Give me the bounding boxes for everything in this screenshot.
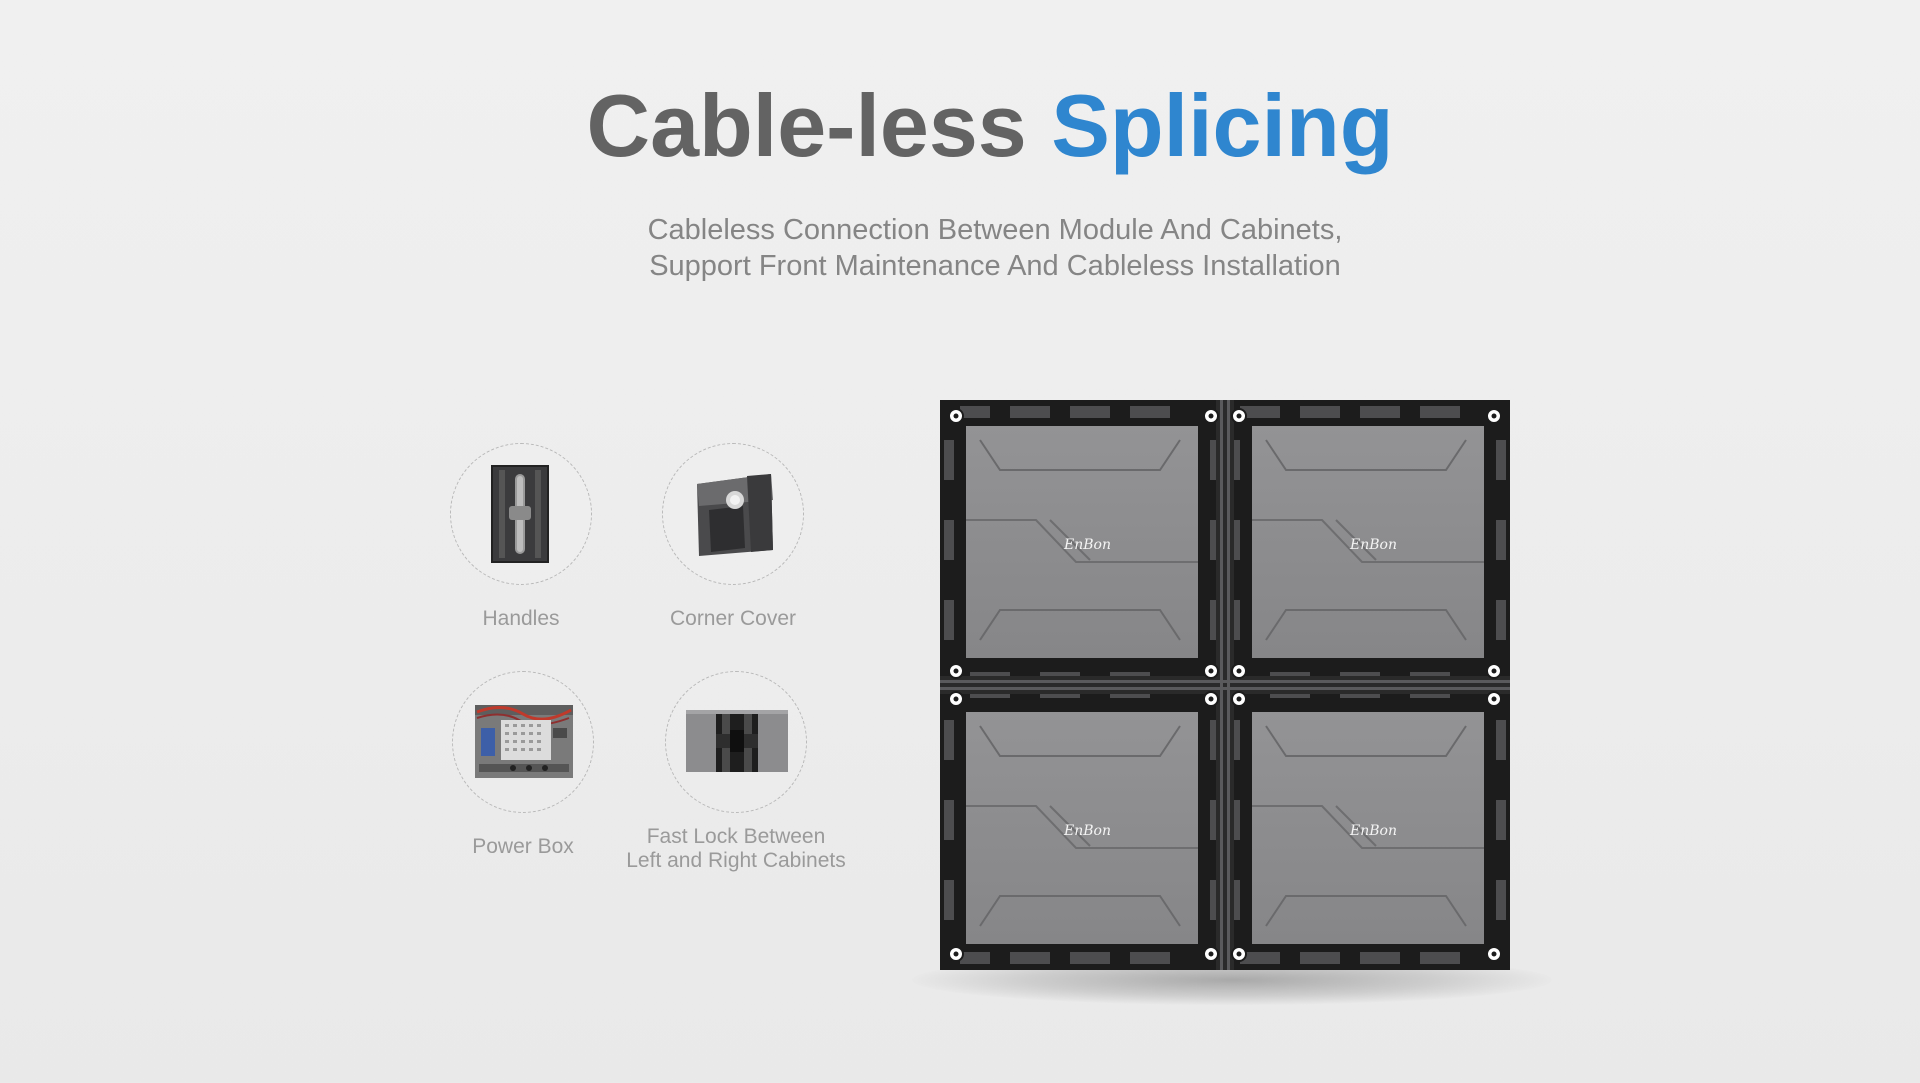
feature-corner-cover: Corner Cover xyxy=(613,443,853,631)
subtitle-line-1: Cableless Connection Between Module And … xyxy=(647,214,1343,246)
cabinet-panel-top-right xyxy=(1252,426,1484,658)
power-box-icon xyxy=(475,705,573,778)
cabinet-panel-bottom-left xyxy=(966,712,1198,944)
cabinet-panel-bottom-right xyxy=(1252,712,1484,944)
handle-icon xyxy=(491,465,549,563)
feature-fast-lock-label-line-1: Fast Lock Between xyxy=(646,825,826,848)
page-title: Cable-less Splicing xyxy=(0,82,1920,170)
feature-power-box-label: Power Box xyxy=(472,835,574,858)
brand-logo-bottom-right: EnBon xyxy=(1349,823,1397,839)
feature-handles-circle xyxy=(450,443,592,585)
feature-power-box-circle xyxy=(452,671,594,813)
feature-corner-cover-circle xyxy=(662,443,804,585)
page-subtitle: Cableless Connection Between Module And … xyxy=(0,212,1920,284)
cabinet-panel-top-left xyxy=(966,426,1198,658)
title-part-blue: Splicing xyxy=(1051,76,1394,175)
led-cabinet-assembly: EnBon EnBon EnBon EnBon xyxy=(940,400,1510,970)
fast-lock-icon xyxy=(686,710,788,772)
feature-handles-label: Handles xyxy=(482,607,560,630)
brand-logo-top-right: EnBon xyxy=(1349,537,1397,553)
subtitle-line-2: Support Front Maintenance And Cableless … xyxy=(649,250,1341,282)
title-part-gray: Cable-less xyxy=(586,76,1027,175)
feature-fast-lock-circle xyxy=(665,671,807,813)
cabinet-assembly-graphic: EnBon EnBon EnBon EnBon xyxy=(940,400,1510,970)
feature-power-box: Power Box xyxy=(403,671,643,859)
feature-fast-lock-label: Fast Lock Between Left and Right Cabinet… xyxy=(616,825,856,873)
feature-fast-lock-label-line-2: Left and Right Cabinets xyxy=(626,849,846,872)
feature-handles: Handles xyxy=(401,443,641,631)
feature-corner-cover-label: Corner Cover xyxy=(669,607,797,630)
corner-cover-icon xyxy=(697,474,773,556)
feature-fast-lock: Fast Lock Between Left and Right Cabinet… xyxy=(616,671,856,873)
brand-logo-bottom-left: EnBon xyxy=(1063,823,1111,839)
brand-logo-top-left: EnBon xyxy=(1063,537,1111,553)
